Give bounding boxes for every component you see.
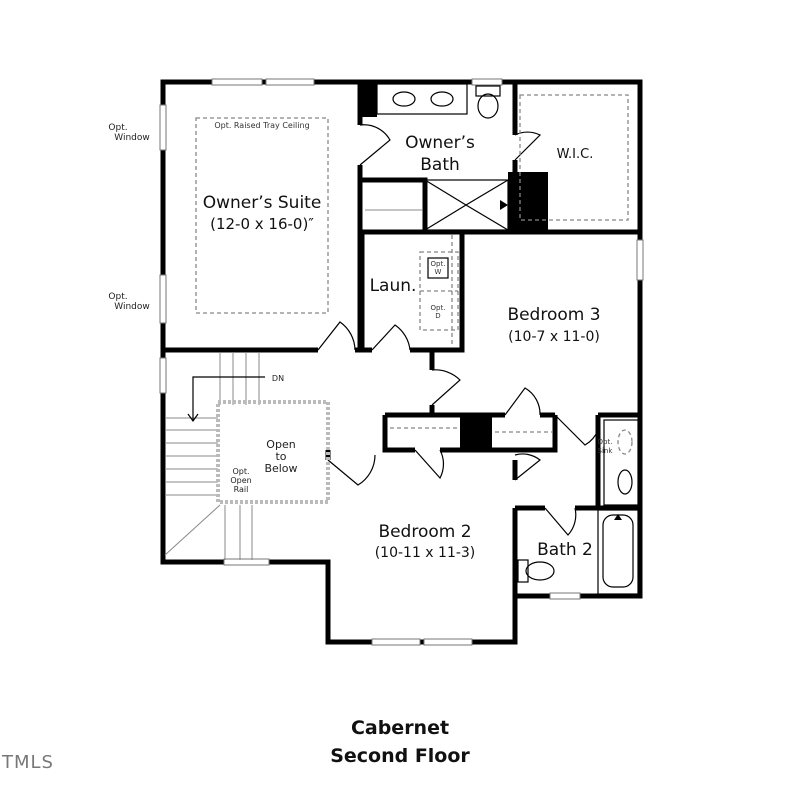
window-label: Window — [114, 302, 150, 312]
bath2-label: Bath 2 — [537, 540, 593, 560]
open-rail-label: Open — [230, 476, 251, 485]
mls-watermark: TMLS — [2, 752, 54, 773]
sink-icon — [392, 91, 416, 107]
windows — [159, 78, 644, 646]
wic-label: W.I.C. — [557, 147, 594, 162]
opt-washer-label: W — [435, 268, 442, 276]
open-to-below-label: to — [275, 450, 286, 463]
bathtub-icon — [597, 509, 639, 595]
toilet-icon — [477, 93, 499, 119]
owners-bath-label: Bath — [420, 155, 460, 175]
floor-name: Second Floor — [330, 745, 470, 767]
sink-icon — [430, 91, 454, 107]
tray-ceiling-outline — [195, 117, 329, 314]
bedroom3-label: Bedroom 3 — [507, 305, 600, 325]
doors — [317, 124, 599, 536]
opt-dryer-label: Opt. — [431, 304, 446, 312]
laundry-label: Laun. — [370, 276, 417, 296]
fixtures — [195, 83, 639, 595]
bedroom2-dims: (10-11 x 11-3) — [375, 545, 476, 561]
window-label: Window — [114, 133, 150, 143]
opt-sink-label: Sink — [598, 447, 614, 455]
window-label: Opt. — [108, 123, 127, 133]
open-to-below-label: Below — [264, 462, 297, 475]
closet-shelf — [519, 94, 629, 221]
stairs-down-label: DN — [272, 374, 284, 383]
bedroom3-dims: (10-7 x 11-0) — [508, 329, 600, 345]
plan-name: Cabernet — [351, 717, 449, 739]
opt-sink-label: Opt. — [598, 438, 613, 446]
window-label: Opt. — [108, 292, 127, 302]
opt-dryer-label: D — [435, 312, 440, 320]
toilet-icon — [525, 561, 555, 581]
bedroom2-label: Bedroom 2 — [378, 522, 471, 542]
owners-suite-label: Owner’s Suite — [203, 193, 322, 213]
open-to-below-label: Open — [266, 438, 295, 451]
staircase — [164, 352, 330, 560]
owners-suite-dims: (12-0 x 16-0)″ — [210, 215, 314, 233]
open-rail-label: Rail — [234, 485, 249, 494]
opt-washer-label: Opt. — [431, 260, 446, 268]
open-rail-label: Opt. — [232, 467, 249, 476]
tray-ceiling-label: Opt. Raised Tray Ceiling — [214, 121, 309, 130]
owners-bath-label: Owner’s — [405, 133, 475, 153]
